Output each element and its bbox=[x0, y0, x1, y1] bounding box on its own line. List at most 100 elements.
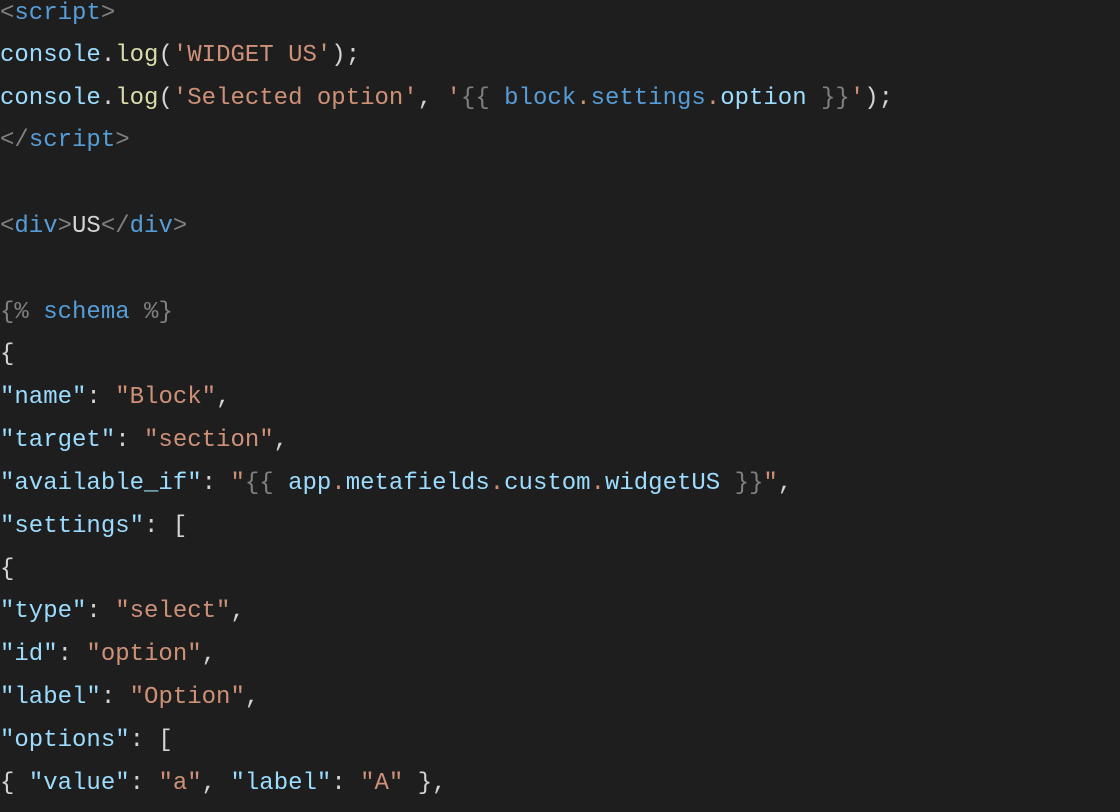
code-token: "id" bbox=[0, 641, 58, 668]
code-token: div bbox=[14, 213, 58, 240]
code-token: { bbox=[0, 341, 15, 368]
code-token: 'WIDGET US' bbox=[172, 42, 332, 69]
code-token: : bbox=[100, 684, 130, 711]
code-token: "select" bbox=[115, 598, 231, 625]
code-line[interactable]: console.log('Selected option', '{{ block… bbox=[0, 77, 893, 120]
code-token: US bbox=[72, 213, 101, 240]
code-token: " bbox=[230, 470, 245, 497]
code-token: </ bbox=[0, 127, 29, 154]
code-line[interactable]: "target": "section", bbox=[0, 419, 288, 462]
code-line[interactable]: "name": "Block", bbox=[0, 376, 230, 419]
code-line[interactable]: { bbox=[0, 333, 14, 376]
code-token: }, bbox=[403, 770, 447, 797]
code-token: : bbox=[331, 770, 361, 797]
code-line[interactable]: console.log('WIDGET US'); bbox=[0, 34, 360, 77]
code-token: " bbox=[763, 470, 778, 497]
code-token: ); bbox=[864, 85, 894, 112]
code-token: > bbox=[100, 0, 116, 27]
code-token: > bbox=[115, 127, 130, 154]
code-token: script bbox=[28, 127, 116, 154]
code-token: log bbox=[115, 85, 159, 112]
code-token: "section" bbox=[144, 427, 274, 454]
code-token: "target" bbox=[0, 427, 116, 454]
code-token: , bbox=[216, 384, 231, 411]
code-token: "type" bbox=[0, 598, 87, 625]
code-token: : bbox=[86, 598, 116, 625]
code-token: , bbox=[201, 641, 217, 668]
code-token: settings bbox=[590, 85, 706, 112]
code-token: }} bbox=[806, 85, 850, 112]
code-token: { bbox=[0, 556, 15, 583]
code-token: . bbox=[331, 470, 346, 497]
code-token: ' bbox=[446, 85, 461, 112]
code-token: : bbox=[115, 427, 145, 454]
code-token: { bbox=[0, 770, 29, 797]
code-token: "settings" bbox=[0, 513, 145, 540]
code-token: div bbox=[129, 213, 173, 240]
code-token: "label" bbox=[0, 684, 101, 711]
code-line[interactable]: <script> bbox=[0, 0, 115, 35]
code-token: ' bbox=[849, 85, 865, 112]
code-token: . bbox=[489, 470, 505, 497]
code-token: custom bbox=[504, 470, 591, 497]
code-token: : [ bbox=[144, 513, 188, 540]
code-token: . bbox=[100, 42, 116, 69]
code-token: {{ bbox=[244, 470, 289, 497]
code-token: : bbox=[201, 470, 231, 497]
code-token: : bbox=[129, 770, 159, 797]
code-token: , bbox=[230, 598, 245, 625]
code-token: </ bbox=[100, 213, 130, 240]
code-line[interactable]: "id": "option", bbox=[0, 633, 216, 676]
code-token: log bbox=[115, 42, 159, 69]
code-token: > bbox=[57, 213, 73, 240]
code-token: console bbox=[0, 42, 101, 69]
code-token: : bbox=[86, 384, 116, 411]
code-line[interactable]: {% schema %} bbox=[0, 291, 173, 334]
code-token: block bbox=[504, 85, 577, 112]
code-line[interactable]: "options": [ bbox=[0, 719, 173, 762]
code-token: ( bbox=[158, 42, 173, 69]
code-token: "value" bbox=[28, 770, 130, 797]
code-token: "Option" bbox=[129, 684, 245, 711]
code-token: widgetUS bbox=[604, 470, 721, 497]
code-line[interactable]: "type": "select", bbox=[0, 590, 245, 633]
code-token: "A" bbox=[360, 770, 404, 797]
code-token: "a" bbox=[158, 770, 202, 797]
code-line[interactable]: "label": "Option", bbox=[0, 676, 259, 719]
code-token: "options" bbox=[0, 727, 130, 754]
code-token: , bbox=[244, 684, 260, 711]
code-token: app bbox=[288, 470, 332, 497]
code-token: %} bbox=[129, 299, 173, 326]
code-token: option bbox=[720, 85, 807, 112]
code-token: . bbox=[576, 85, 591, 112]
code-token: < bbox=[0, 213, 15, 240]
code-token: "name" bbox=[0, 384, 87, 411]
code-token: , bbox=[777, 470, 793, 497]
code-token: {% bbox=[0, 299, 44, 326]
code-token: > bbox=[172, 213, 188, 240]
code-token: "option" bbox=[86, 641, 202, 668]
code-line[interactable]: <div>US</div> bbox=[0, 205, 187, 248]
code-token: . bbox=[590, 470, 605, 497]
code-line[interactable]: "settings": [ bbox=[0, 505, 187, 548]
code-token: {{ bbox=[460, 85, 505, 112]
code-token: : [ bbox=[129, 727, 173, 754]
code-token: "label" bbox=[230, 770, 332, 797]
code-token: "Block" bbox=[115, 384, 217, 411]
code-token: schema bbox=[43, 299, 130, 326]
code-line[interactable]: { "value": "a", "label": "A" }, bbox=[0, 762, 447, 805]
code-token: console bbox=[0, 85, 101, 112]
code-line[interactable]: { bbox=[0, 548, 14, 591]
code-token: , bbox=[273, 427, 289, 454]
code-token: ); bbox=[331, 42, 361, 69]
code-line[interactable]: "available_if": "{{ app.metafields.custo… bbox=[0, 462, 792, 505]
code-token: < bbox=[0, 0, 15, 27]
code-token: }} bbox=[720, 470, 764, 497]
code-token: metafields bbox=[345, 470, 490, 497]
code-token: 'Selected option' bbox=[172, 85, 418, 112]
code-token: . bbox=[705, 85, 721, 112]
code-token: : bbox=[57, 641, 87, 668]
code-token: , bbox=[201, 770, 231, 797]
code-line[interactable]: </script> bbox=[0, 119, 130, 162]
